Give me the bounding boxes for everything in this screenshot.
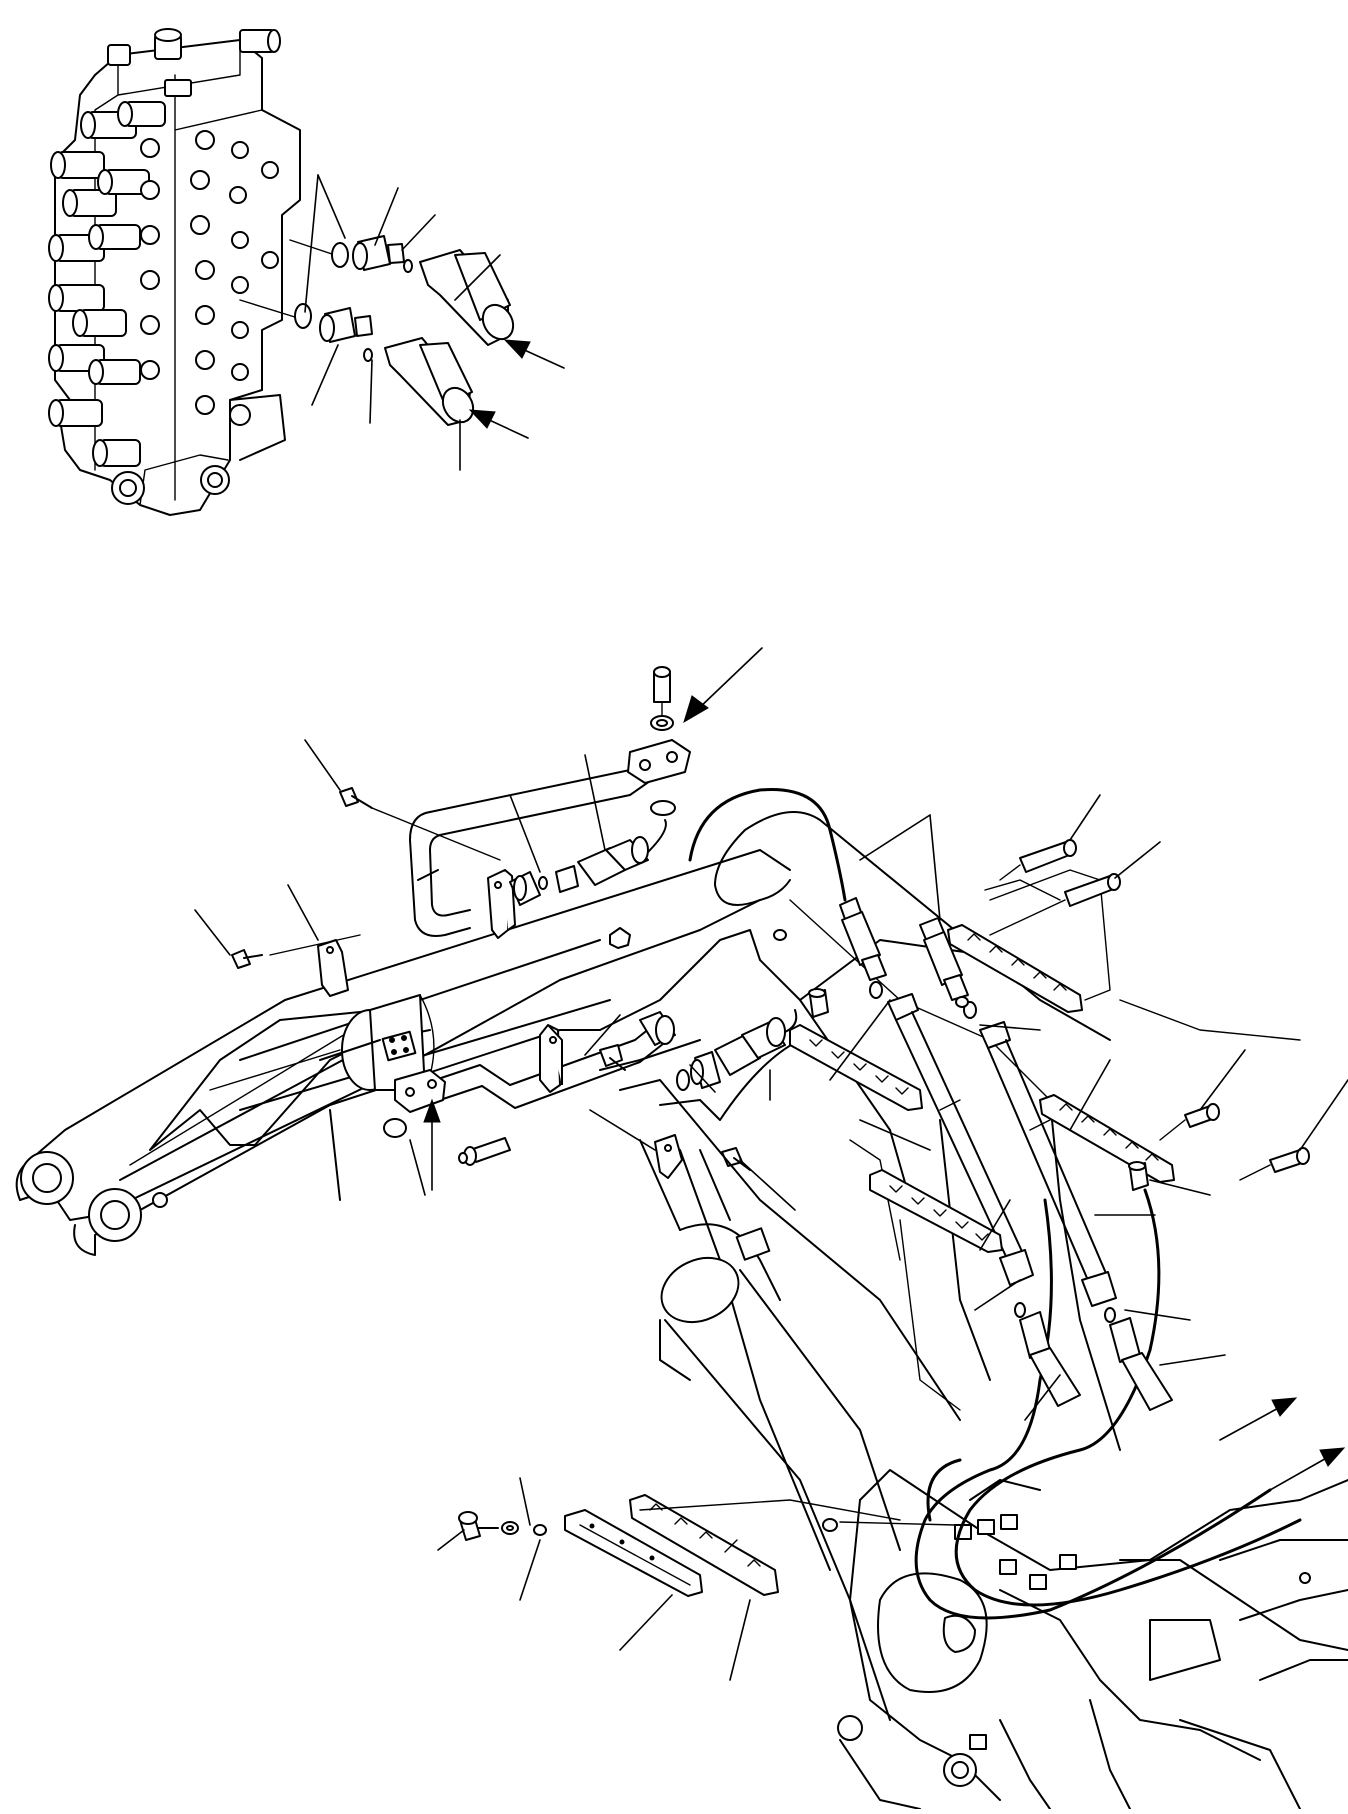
bolts-upper-right	[990, 840, 1309, 1180]
boom-body	[560, 812, 1300, 1570]
pipe-clamp-upper	[488, 870, 515, 938]
middle-tube-assembly	[384, 1012, 675, 1165]
boom-cylinder	[240, 940, 610, 1110]
spacers	[774, 930, 1148, 1190]
flow-arrow-upper	[505, 340, 564, 368]
adapter-assembly-lower	[295, 304, 479, 428]
o-ring-lower-a	[295, 304, 311, 328]
clamp-plate-left	[790, 1025, 922, 1110]
flow-arrow-right-lower	[1270, 1448, 1344, 1490]
hose-fitting-upper	[510, 820, 666, 905]
clamp-plate-right	[1040, 1095, 1174, 1182]
clamp-plate-upper-right	[948, 925, 1082, 1012]
flow-arrow-lower	[470, 410, 528, 438]
lift-cylinder	[640, 1140, 976, 1809]
hose-fittings-lower-pair	[1015, 1303, 1172, 1410]
leader-lines-main	[195, 740, 1348, 1680]
upper-tube-assembly	[410, 667, 690, 936]
flow-arrow-right-upper	[1220, 1398, 1296, 1440]
control-valve-block	[49, 29, 300, 515]
o-ring-upper-a	[332, 243, 348, 267]
flow-arrow-left-main	[424, 1100, 440, 1190]
hose-fitting-middle	[677, 1010, 796, 1090]
hose-long-b	[928, 1190, 1300, 1605]
valve-port-centerline-lower	[240, 300, 298, 318]
bolt-left	[232, 935, 360, 968]
steel-tubes	[888, 994, 1116, 1306]
bolt-middle	[600, 1045, 625, 1070]
flow-arrow-upper-main	[684, 648, 762, 722]
clamp-plate-lower	[870, 1170, 1002, 1252]
bolt-upper-left	[340, 788, 500, 860]
hose-fittings-upper-pair	[840, 898, 976, 1018]
leader-lines-top	[305, 175, 500, 470]
clamp-assembly-lower-left	[459, 1495, 955, 1596]
adapter-assembly-upper	[332, 236, 519, 345]
valve-port-centerline-upper	[290, 240, 335, 255]
nut-upper	[610, 928, 630, 948]
pipe-clamp-lower	[655, 1135, 682, 1178]
pipe-clamp-middle	[540, 1025, 562, 1092]
